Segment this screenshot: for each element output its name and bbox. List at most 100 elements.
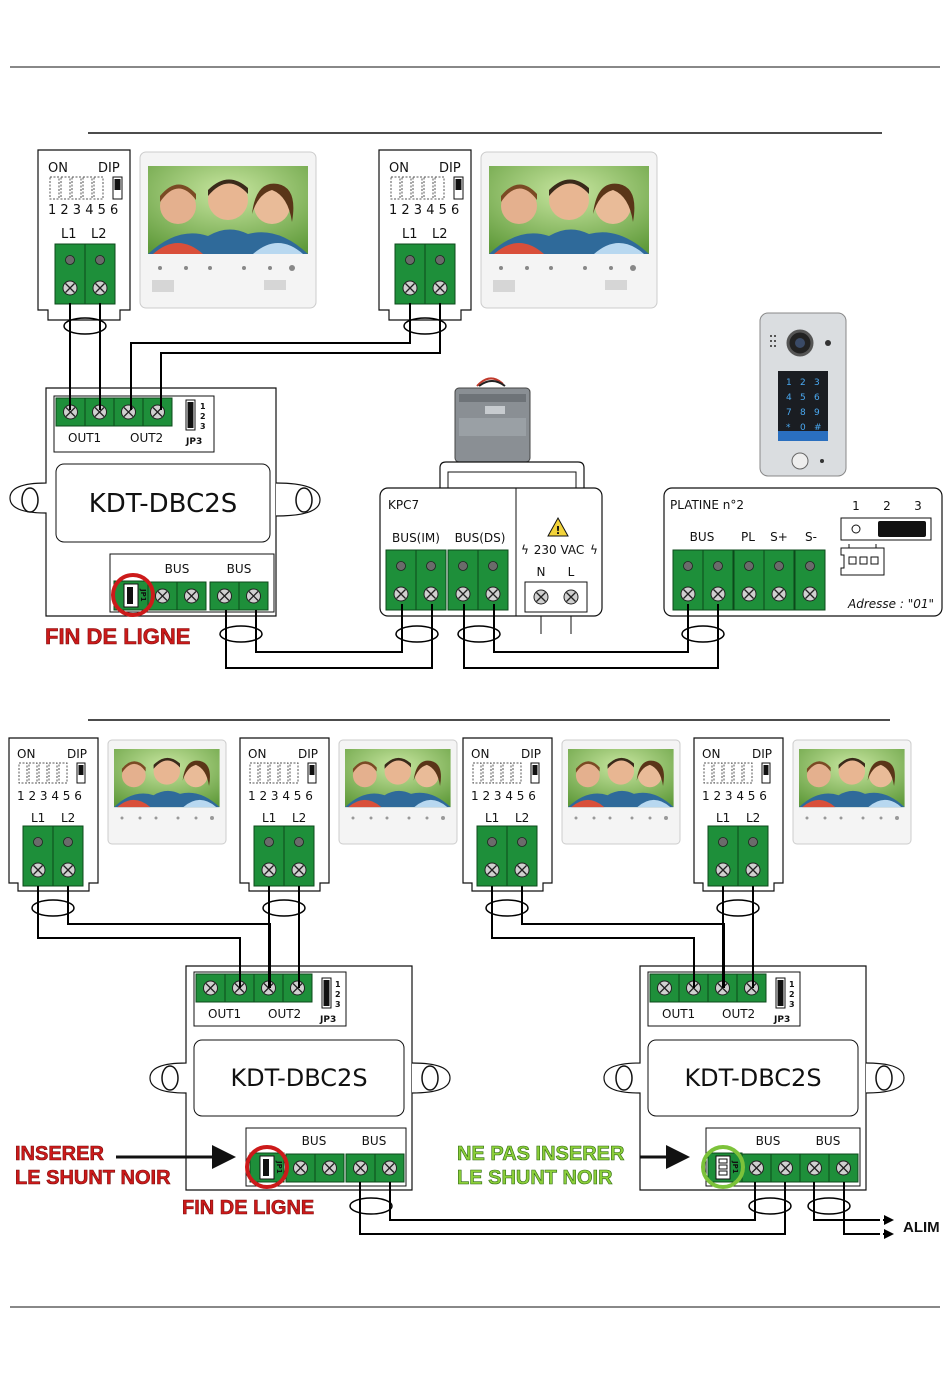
terminal-out1-a[interactable] — [649, 973, 680, 1003]
dip-switch[interactable] — [18, 762, 86, 784]
terminal-out2-a[interactable] — [113, 397, 144, 427]
dont-insert-shunt-label-1: NE PAS INSERER — [457, 1143, 625, 1165]
svg-text:1: 1 — [852, 499, 860, 513]
terminal-bus-ds[interactable] — [447, 549, 479, 611]
dip-label: DIP — [439, 161, 461, 176]
terminal-l1[interactable] — [253, 825, 285, 887]
terminal-l[interactable] — [563, 589, 579, 605]
svg-text:#: # — [814, 423, 822, 433]
svg-text:BUS: BUS — [302, 1134, 327, 1148]
svg-text:9: 9 — [814, 408, 820, 418]
dip-switch[interactable] — [703, 762, 771, 784]
terminal-l1[interactable] — [707, 825, 739, 887]
terminal-s-minus[interactable] — [794, 549, 826, 611]
svg-text:5: 5 — [800, 393, 806, 403]
svg-text:3: 3 — [814, 378, 820, 388]
dont-insert-shunt-label-2: LE SHUNT NOIR — [457, 1167, 613, 1189]
svg-text:DIP: DIP — [521, 747, 541, 761]
svg-text:1: 1 — [789, 980, 795, 989]
s-minus-label: S- — [805, 530, 817, 544]
svg-text:!: ! — [555, 524, 560, 537]
terminal-bus[interactable] — [285, 1153, 316, 1183]
jp3-jumper[interactable]: 1 2 3 — [185, 399, 206, 431]
svg-text:L2: L2 — [746, 811, 760, 825]
jp3-jumper[interactable]: 1 2 3 — [321, 977, 341, 1009]
svg-text:1 2 3 4 5 6: 1 2 3 4 5 6 — [702, 789, 767, 803]
monitor-back: ON DIP 1 2 3 4 5 6 L1 L2 — [378, 149, 472, 321]
svg-text:7: 7 — [786, 408, 792, 418]
jp1-shunt[interactable] — [263, 1159, 269, 1176]
terminal-bus[interactable] — [209, 581, 240, 611]
address-jumper[interactable] — [840, 517, 932, 541]
terminal-l2[interactable] — [52, 825, 84, 887]
lightning-icon: ϟ — [590, 543, 598, 557]
terminal-out2-b[interactable] — [282, 973, 313, 1003]
jp3-jumper[interactable]: 1 2 3 — [775, 977, 795, 1009]
end-of-line-marker — [245, 1145, 289, 1189]
terminal-l1[interactable] — [22, 825, 54, 887]
terminal-l1[interactable] — [476, 825, 508, 887]
svg-text:*: * — [786, 423, 791, 433]
terminal-l2[interactable] — [737, 825, 769, 887]
terminal-n[interactable] — [533, 589, 549, 605]
terminal-l1-label: L1 — [402, 227, 418, 242]
terminal-bus[interactable] — [374, 1153, 405, 1183]
terminal-bus[interactable] — [672, 549, 704, 611]
out2-label: OUT2 — [130, 431, 163, 445]
terminal-bus[interactable] — [741, 1153, 772, 1183]
kdt-dbc2s-distributor: OUT1 OUT2 1 2 3 JP3 KDT-DBC2S BUS BUS JP… — [149, 965, 451, 1191]
terminal-bus[interactable] — [314, 1153, 345, 1183]
terminal-l2[interactable] — [84, 243, 116, 305]
svg-text:BUS: BUS — [756, 1134, 781, 1148]
terminal-out2-b[interactable] — [142, 397, 173, 427]
terminal-l2[interactable] — [283, 825, 315, 887]
monitor-front — [480, 151, 658, 309]
kdt-dbc2s-distributor: OUT1 OUT2 1 2 3 JP3 KDT-DBC2S BUS BUS JP… — [603, 965, 905, 1191]
terminal-bus[interactable] — [345, 1153, 376, 1183]
svg-text:JP1: JP1 — [139, 588, 147, 602]
terminal-bus[interactable] — [176, 581, 207, 611]
svg-text:1 2 3 4 5 6: 1 2 3 4 5 6 — [17, 789, 82, 803]
terminal-l2[interactable] — [424, 243, 456, 305]
svg-text:4: 4 — [786, 393, 792, 403]
terminal-pl[interactable] — [733, 549, 765, 611]
svg-text:6: 6 — [814, 393, 820, 403]
terminal-s-plus[interactable] — [763, 549, 795, 611]
fin-de-ligne-label: FIN DE LIGNE — [45, 624, 190, 649]
lightning-icon: ϟ — [521, 543, 529, 557]
terminal-bus[interactable] — [770, 1153, 801, 1183]
kpc7-module: KPC7 BUS(IM) BUS(DS) ! ϟ 230 VAC ϟ N L — [379, 487, 603, 634]
jp1-shunt[interactable] — [127, 587, 133, 604]
svg-text:OUT2: OUT2 — [268, 1007, 301, 1021]
device-name: KDT-DBC2S — [89, 489, 238, 519]
dip-switch[interactable] — [472, 762, 540, 784]
terminal-out1-a[interactable] — [195, 973, 226, 1003]
terminal-bus[interactable] — [828, 1153, 859, 1183]
svg-text:3: 3 — [200, 422, 206, 431]
terminal-l1[interactable] — [394, 243, 426, 305]
terminal-bus[interactable] — [702, 549, 734, 611]
terminal-l2[interactable] — [506, 825, 538, 887]
address-label: Adresse : "01" — [847, 597, 934, 611]
terminal-bus-ds[interactable] — [477, 549, 509, 611]
voltage-label: 230 VAC — [534, 543, 585, 557]
svg-text:DIP: DIP — [752, 747, 772, 761]
terminal-bus[interactable] — [799, 1153, 830, 1183]
svg-text:OUT2: OUT2 — [722, 1007, 755, 1021]
dip-switch[interactable] — [249, 762, 317, 784]
dip-switch[interactable] — [390, 176, 464, 200]
terminal-out2-b[interactable] — [736, 973, 767, 1003]
terminal-bus-im[interactable] — [385, 549, 417, 611]
svg-text:2: 2 — [200, 412, 206, 421]
terminal-l1[interactable] — [54, 243, 86, 305]
jp1-pins[interactable] — [718, 1158, 728, 1176]
dip-switch[interactable] — [49, 176, 123, 200]
call-button[interactable] — [791, 452, 809, 470]
svg-text:3: 3 — [335, 1000, 341, 1009]
terminal-bus-im[interactable] — [415, 549, 447, 611]
s-plus-label: S+ — [770, 530, 788, 544]
terminal-bus[interactable] — [238, 581, 269, 611]
